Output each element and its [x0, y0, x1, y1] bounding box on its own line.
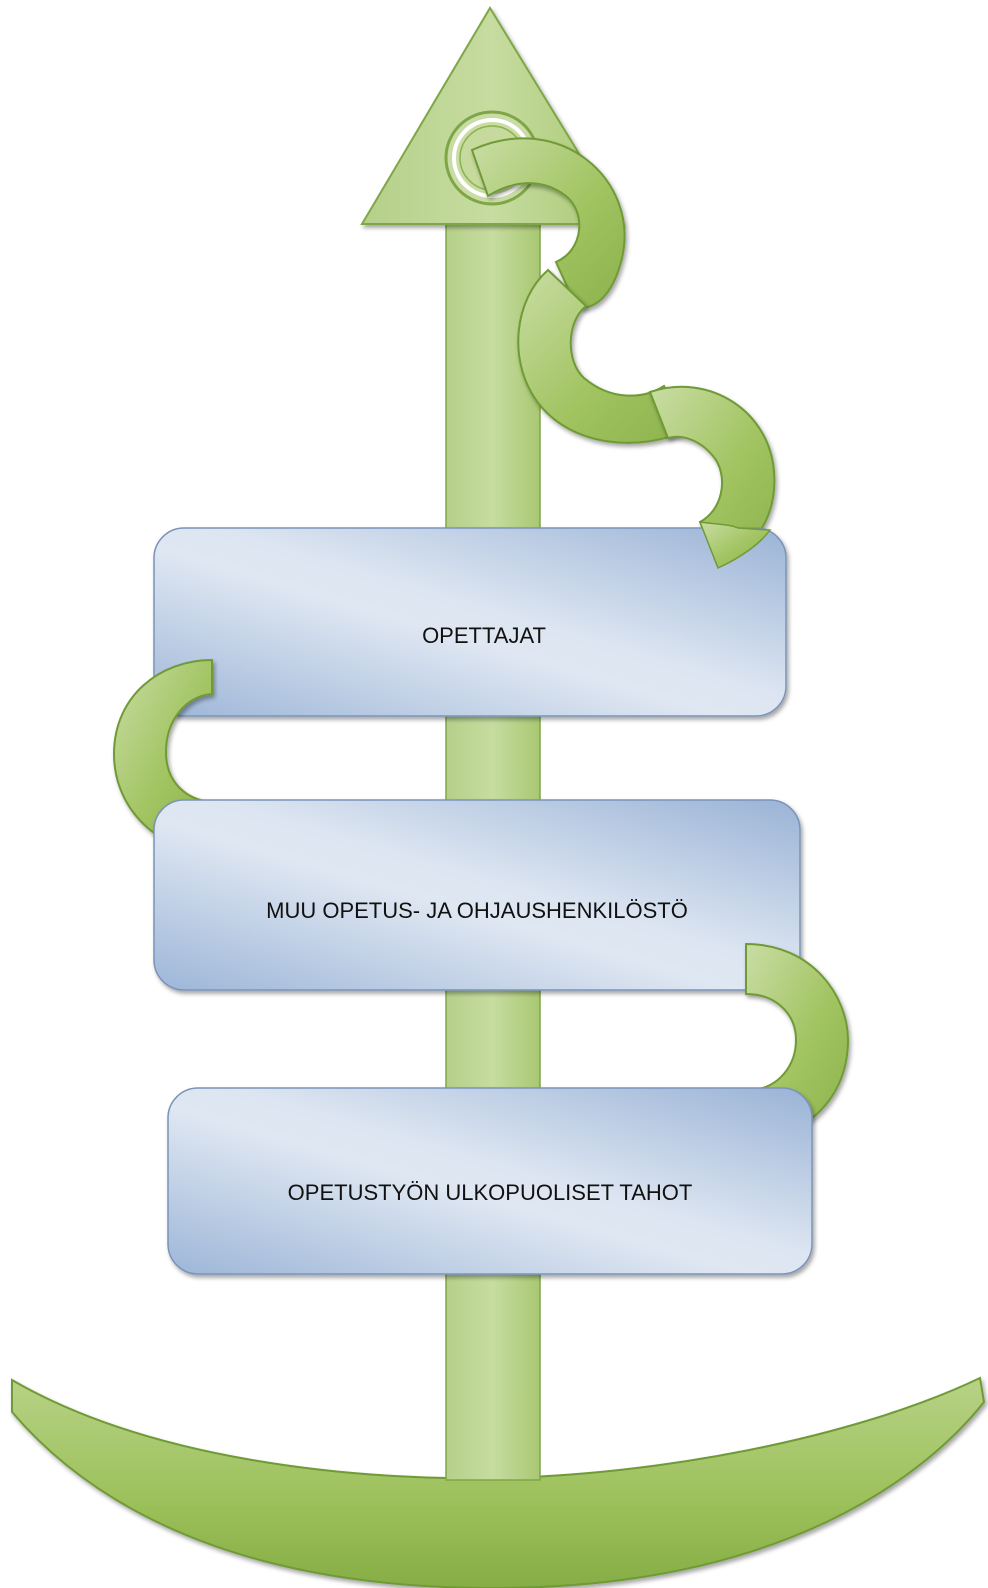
box-ulkopuoliset-tahot-label: OPETUSTYÖN ULKOPUOLISET TAHOT — [288, 1180, 693, 1205]
box-opettajat — [153, 527, 787, 717]
box-opettajat-label: OPETTAJAT — [422, 623, 546, 648]
box-muu-henkilosto — [153, 799, 801, 991]
anchor-crossbar — [11, 1376, 986, 1588]
rope-arc-box1-corner — [698, 521, 772, 570]
box-ulkopuoliset-tahot — [167, 1087, 813, 1275]
box-muu-henkilosto-label: MUU OPETUS- JA OHJAUSHENKILÖSTÖ — [266, 898, 688, 923]
